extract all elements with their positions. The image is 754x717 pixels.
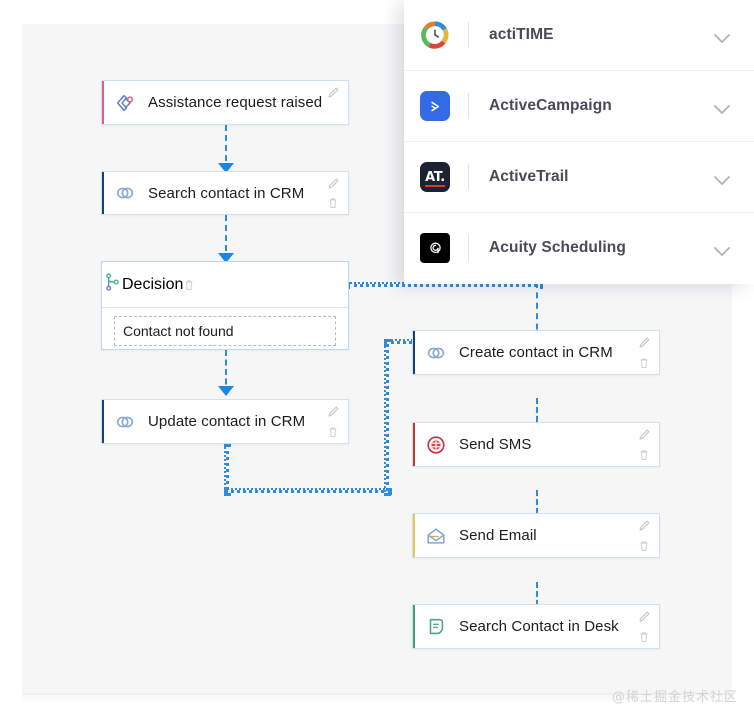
edit-icon[interactable] — [327, 86, 340, 99]
decision-branch-wrap: Contact not found — [102, 308, 348, 356]
node-create-contact-in-crm[interactable]: Create contact in CRM — [412, 330, 660, 375]
node-tools — [325, 405, 341, 438]
chevron-down-icon[interactable] — [714, 102, 730, 120]
node-tools — [636, 428, 652, 461]
delete-icon[interactable] — [327, 197, 339, 209]
branch-fork-icon — [102, 272, 122, 297]
link-rings-icon — [102, 411, 148, 433]
node-label: Update contact in CRM — [148, 413, 306, 430]
chevron-down-icon[interactable] — [714, 31, 730, 49]
chevron-down-icon[interactable] — [714, 244, 730, 262]
node-tools — [636, 336, 652, 369]
node-label: Send Email — [459, 527, 537, 544]
divider — [468, 22, 469, 48]
actitime-logo — [420, 20, 450, 50]
node-label: Search contact in CRM — [148, 184, 305, 202]
app-name: Acuity Scheduling — [489, 239, 626, 256]
watermark: @稀土掘金技术社区 — [611, 690, 738, 705]
activecampaign-logo — [420, 91, 450, 121]
app-row-acuity-scheduling[interactable]: Acuity Scheduling — [404, 213, 754, 283]
node-label: Create contact in CRM — [459, 344, 613, 361]
node-accent-bar — [413, 331, 415, 374]
node-label: Decision — [122, 275, 184, 293]
link-rings-icon — [102, 182, 148, 204]
edit-icon[interactable] — [638, 336, 651, 349]
node-decision[interactable]: Decision Contact not found — [101, 261, 349, 350]
connector-arrow — [218, 163, 234, 173]
edit-icon[interactable] — [638, 519, 651, 532]
connector-line — [225, 215, 227, 261]
edit-icon[interactable] — [327, 177, 340, 190]
node-label: Search Contact in Desk — [459, 618, 619, 635]
connector-line — [536, 398, 538, 440]
node-accent-bar — [102, 400, 104, 443]
acuity-logo — [420, 233, 450, 263]
node-search-contact-in-crm[interactable]: Search contact in CRM — [101, 171, 349, 215]
node-accent-bar — [102, 81, 104, 124]
node-tools — [636, 519, 652, 552]
sms-target-icon — [413, 434, 459, 456]
node-tools — [636, 610, 652, 643]
node-tools — [325, 177, 341, 209]
node-accent-bar — [413, 514, 415, 557]
delete-icon[interactable] — [327, 426, 339, 438]
app-name: ActiveTrail — [489, 168, 569, 185]
app-row-activetrail[interactable]: AT. ActiveTrail — [404, 142, 754, 213]
edit-icon[interactable] — [327, 405, 340, 418]
node-assistance-request-raised[interactable]: Assistance request raised — [101, 80, 349, 125]
connector-loop-up — [384, 339, 389, 496]
delete-icon[interactable] — [638, 631, 650, 643]
node-send-email[interactable]: Send Email — [412, 513, 660, 558]
desk-search-icon — [413, 616, 459, 638]
delete-icon[interactable] — [638, 540, 650, 552]
app-row-activecampaign[interactable]: ActiveCampaign — [404, 71, 754, 142]
node-accent-bar — [102, 172, 104, 214]
node-search-contact-in-desk[interactable]: Search Contact in Desk — [412, 604, 660, 649]
activetrail-logo-text: AT. — [425, 169, 445, 185]
decision-branch-contact-not-found[interactable]: Contact not found — [114, 316, 336, 346]
node-tools — [183, 279, 195, 291]
trigger-diamond-icon — [102, 92, 148, 114]
divider — [468, 235, 469, 261]
connector-line — [225, 350, 227, 394]
decision-header: Decision — [102, 262, 348, 308]
delete-icon[interactable] — [638, 449, 650, 461]
node-label: Assistance request raised — [148, 94, 323, 111]
node-accent-bar — [413, 605, 415, 648]
node-send-sms[interactable]: Send SMS — [412, 422, 660, 467]
app-name: actiTIME — [489, 26, 554, 43]
connector-arrow — [218, 253, 234, 263]
connector-loop-horizontal — [224, 488, 392, 493]
connector-loop-down — [224, 444, 229, 496]
node-label: Send SMS — [459, 436, 532, 453]
divider — [468, 93, 469, 119]
connector-line — [536, 490, 538, 532]
delete-icon[interactable] — [638, 357, 650, 369]
connector-line — [225, 125, 227, 171]
activetrail-logo: AT. — [420, 162, 450, 192]
connector-line — [536, 282, 538, 340]
divider — [468, 164, 469, 190]
app-row-actitime[interactable]: actiTIME — [404, 0, 754, 71]
node-update-contact-in-crm[interactable]: Update contact in CRM — [101, 399, 349, 444]
edit-icon[interactable] — [638, 428, 651, 441]
connector-line — [536, 582, 538, 624]
node-accent-bar — [413, 423, 415, 466]
edit-icon[interactable] — [638, 610, 651, 623]
envelope-open-icon — [413, 525, 459, 547]
delete-icon[interactable] — [183, 279, 195, 291]
chevron-down-icon[interactable] — [714, 173, 730, 191]
apps-panel: actiTIME ActiveCampaign AT. ActiveTrai — [404, 0, 754, 284]
decision-branch-label: Contact not found — [123, 323, 234, 339]
connector-arrow — [218, 386, 234, 396]
node-tools — [325, 86, 341, 119]
app-name: ActiveCampaign — [489, 97, 612, 114]
link-rings-icon — [413, 342, 459, 364]
